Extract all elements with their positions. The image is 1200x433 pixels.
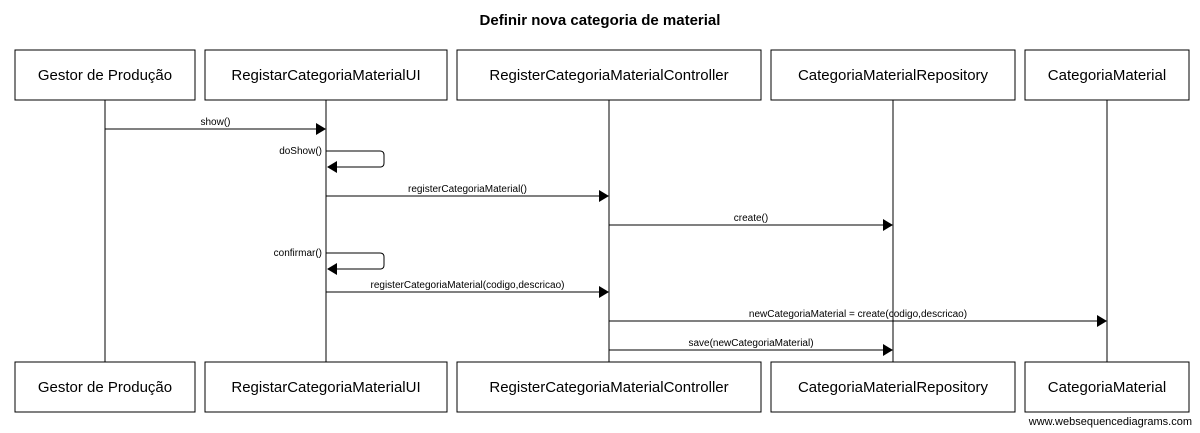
participant-label-bottom-ctrl: RegisterCategoriaMaterialController — [489, 379, 728, 396]
participant-label-top-repo: CategoriaMaterialRepository — [798, 67, 989, 84]
message-label-1: show() — [200, 117, 230, 128]
message-label-7: newCategoriaMaterial = create(codigo,des… — [749, 309, 967, 320]
participant-box-top-gestor — [14, 49, 196, 101]
message-arrow-5 — [327, 263, 337, 275]
message-label-5: confirmar() — [274, 248, 322, 259]
message-arrow-7 — [1097, 315, 1107, 327]
message-arrow-2 — [327, 161, 337, 173]
participants-top: Gestor de Produção RegistarCategoriaMater… — [14, 49, 1190, 101]
participant-label-top-ctrl: RegisterCategoriaMaterialController — [489, 67, 728, 84]
participant-label-top-gestor: Gestor de Produção — [38, 67, 172, 84]
participant-box-bottom-ctrl — [456, 361, 762, 413]
participant-box-top-repo — [770, 49, 1016, 101]
message-line-2 — [326, 150, 385, 168]
watermark-text: www.websequencediagrams.com — [1028, 416, 1192, 428]
participant-box-top-ui — [204, 49, 448, 101]
message-arrow-3 — [599, 190, 609, 202]
participant-box-bottom-cat — [1024, 361, 1190, 413]
participant-label-bottom-gestor: Gestor de Produção — [38, 379, 172, 396]
messages: show() doShow() registerCategoriaMaterial(… — [105, 117, 1107, 356]
participant-box-bottom-gestor — [14, 361, 196, 413]
message-label-6: registerCategoriaMaterial(codigo,descric… — [371, 280, 565, 291]
participant-label-bottom-cat: CategoriaMaterial — [1048, 379, 1166, 396]
participant-box-bottom-repo — [770, 361, 1016, 413]
participant-box-top-ctrl — [456, 49, 762, 101]
message-arrow-4 — [883, 219, 893, 231]
diagram-title: Definir nova categoria de material — [480, 12, 721, 29]
message-line-5 — [326, 252, 385, 270]
lifelines — [104, 100, 1108, 362]
participant-box-top-cat — [1024, 49, 1190, 101]
participant-label-bottom-repo: CategoriaMaterialRepository — [798, 379, 989, 396]
message-label-8: save(newCategoriaMaterial) — [688, 338, 813, 349]
message-label-3: registerCategoriaMaterial() — [408, 184, 527, 195]
message-arrow-6 — [599, 286, 609, 298]
message-arrow-1 — [316, 123, 326, 135]
participant-label-top-cat: CategoriaMaterial — [1048, 67, 1166, 84]
participant-box-bottom-ui — [204, 361, 448, 413]
participants-bottom: Gestor de Produção RegistarCategoriaMater… — [14, 361, 1190, 413]
message-label-4: create() — [734, 213, 768, 224]
participant-label-top-ui: RegistarCategoriaMaterialUI — [231, 67, 420, 84]
participant-label-bottom-ui: RegistarCategoriaMaterialUI — [231, 379, 420, 396]
message-arrow-8 — [883, 344, 893, 356]
message-label-2: doShow() — [279, 146, 322, 157]
